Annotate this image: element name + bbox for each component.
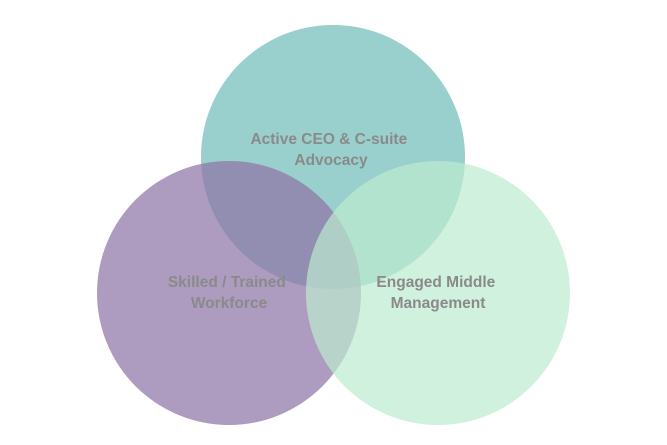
label-skilled-workforce: Skilled / Trained Workforce: [168, 274, 290, 312]
label-layer: Active CEO & C-suite Advocacy Skilled / …: [168, 131, 499, 312]
circle-middle-management: [306, 161, 570, 425]
label-ceo-advocacy: Active CEO & C-suite Advocacy: [250, 131, 411, 169]
label-management-line-1: Engaged Middle: [376, 274, 495, 291]
label-ceo-line-2: Advocacy: [294, 152, 368, 169]
label-ceo-line-1: Active CEO & C-suite: [250, 131, 407, 148]
circle-skilled-workforce: [97, 161, 361, 425]
label-workforce-line-2: Workforce: [191, 295, 268, 312]
label-workforce-line-1: Skilled / Trained: [168, 274, 286, 291]
label-middle-management: Engaged Middle Management: [376, 274, 499, 312]
label-management-line-2: Management: [391, 295, 486, 312]
circle-layer: [97, 25, 570, 425]
